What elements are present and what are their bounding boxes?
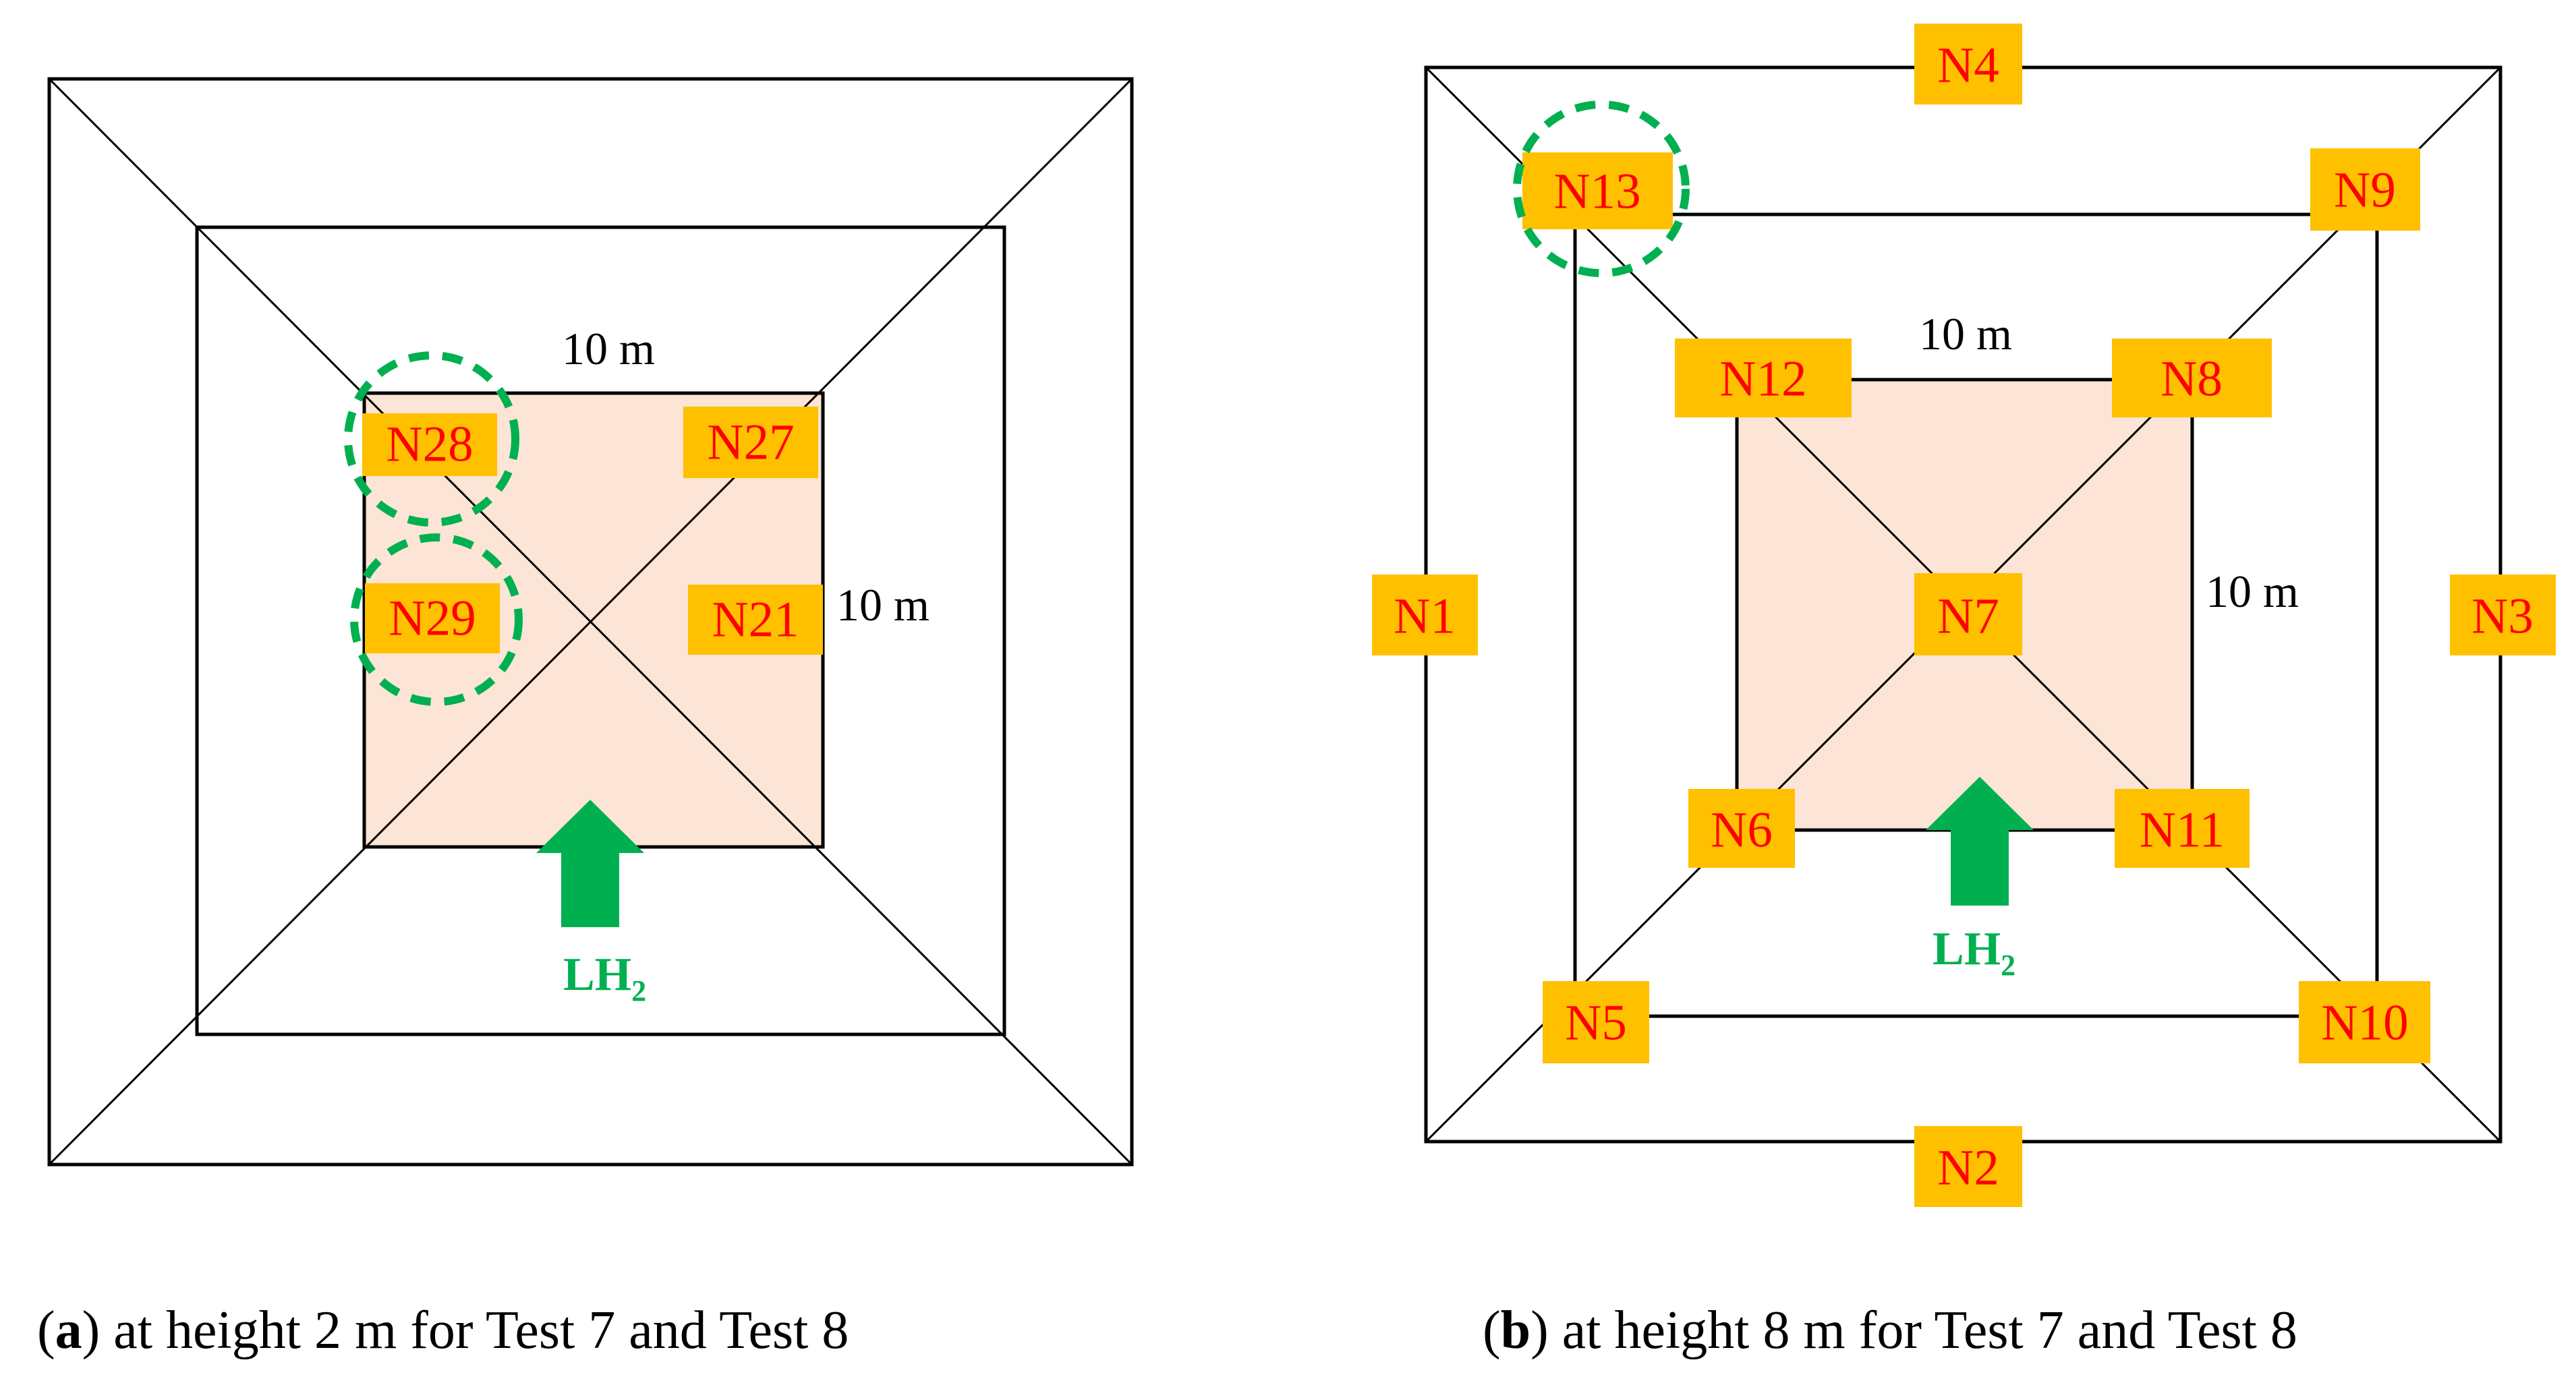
svg-text:N13: N13 — [1553, 164, 1640, 220]
highlight-circle-n29 — [350, 533, 523, 706]
node-n27: N27 — [683, 407, 818, 478]
svg-text:N4: N4 — [1937, 38, 1999, 94]
svg-text:N27: N27 — [707, 415, 794, 471]
svg-text:N21: N21 — [712, 592, 799, 648]
panel-b: 10 m 10 m N4 N13 N9 N12 N8 N1 N7 — [1372, 24, 2556, 1360]
svg-text:N6: N6 — [1711, 802, 1773, 858]
highlight-circle-n28 — [344, 351, 519, 527]
lh2-label-b: LH2 — [1933, 923, 2015, 982]
node-n13: N13 — [1522, 152, 1673, 229]
node-n3: N3 — [2450, 575, 2556, 655]
svg-text:N3: N3 — [2471, 589, 2534, 645]
node-n1: N1 — [1372, 575, 1478, 655]
node-n12: N12 — [1675, 339, 1852, 417]
node-n2: N2 — [1914, 1126, 2022, 1207]
node-n5: N5 — [1543, 981, 1649, 1063]
middle-square-a — [195, 225, 1006, 1036]
svg-text:N8: N8 — [2160, 351, 2223, 407]
caption-a: (a) at height 2 m for Test 7 and Test 8 — [37, 1301, 849, 1360]
caption-b: (b) at height 8 m for Test 7 and Test 8 — [1483, 1301, 2297, 1360]
node-n10: N10 — [2299, 981, 2430, 1063]
diagonal-a-2 — [48, 78, 1133, 1166]
node-n29: N29 — [365, 583, 500, 653]
node-n11: N11 — [2115, 789, 2250, 868]
svg-text:N7: N7 — [1937, 589, 1999, 645]
svg-text:N1: N1 — [1394, 589, 1456, 645]
lh2-arrow-icon-b — [1926, 777, 2034, 906]
node-n7: N7 — [1914, 573, 2022, 655]
highlight-circle-n13 — [1513, 100, 1690, 277]
lh2-arrow-icon-a — [536, 800, 644, 927]
panel-a: 10 m 10 m N28 N27 N29 N21 LH2 (a) at hei… — [37, 77, 1134, 1360]
lh2-label-a: LH2 — [563, 949, 646, 1007]
middle-square-b — [1573, 212, 2379, 1018]
dimension-label-right-a: 10 m — [836, 579, 929, 630]
svg-text:N29: N29 — [389, 591, 476, 647]
svg-text:N9: N9 — [2334, 163, 2396, 218]
svg-text:N11: N11 — [2140, 802, 2225, 858]
node-n6: N6 — [1688, 789, 1795, 868]
node-n28: N28 — [362, 413, 497, 476]
node-n21: N21 — [688, 585, 823, 655]
dimension-label-top-b: 10 m — [1919, 308, 2012, 359]
node-n9: N9 — [2310, 148, 2420, 231]
svg-text:N10: N10 — [2321, 995, 2408, 1051]
svg-text:N5: N5 — [1565, 995, 1627, 1051]
dimension-label-right-b: 10 m — [2206, 566, 2299, 617]
node-n8: N8 — [2112, 339, 2272, 417]
svg-text:N2: N2 — [1937, 1140, 1999, 1196]
dimension-label-top-a: 10 m — [562, 323, 655, 374]
svg-text:N28: N28 — [386, 417, 473, 473]
outer-square-a — [47, 77, 1134, 1167]
node-n4: N4 — [1914, 24, 2022, 105]
svg-text:N12: N12 — [1719, 351, 1806, 407]
